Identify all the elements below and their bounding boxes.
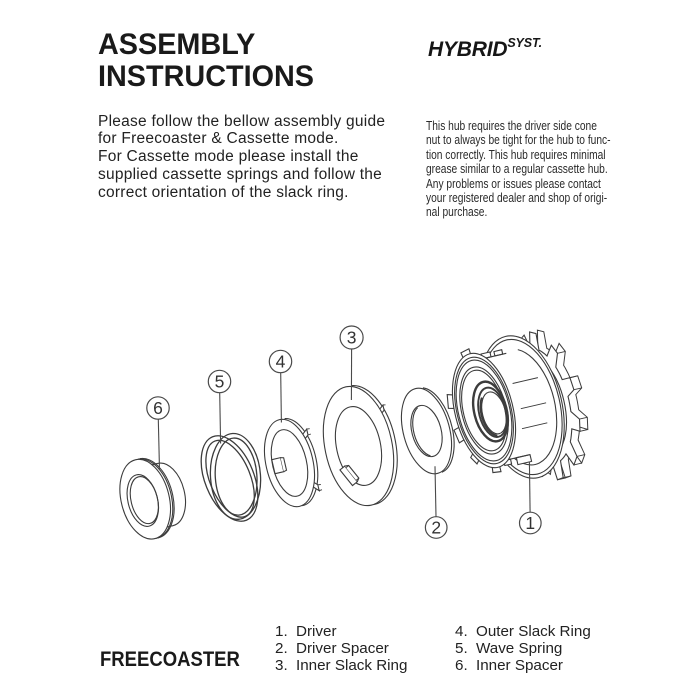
part-label: Driver (296, 622, 337, 640)
callout-4: 4 (268, 349, 293, 423)
part-driver (446, 329, 589, 481)
parts-list-column-2: 4. Outer Slack Ring 5. Wave Spring 6. Inner… (455, 623, 591, 674)
callout-5: 5 (207, 369, 232, 444)
callout-1-circle (518, 511, 542, 535)
parts-list-item: 5. Wave Spring (455, 640, 591, 657)
page-title: ASSEMBLY INSTRUCTIONS (98, 27, 314, 93)
note-paragraph: This hub requires the driver side cone n… (426, 119, 611, 220)
callout-3: 3 (339, 325, 364, 401)
part-label: Inner Spacer (476, 656, 563, 674)
brand-name: HYBRID (428, 38, 508, 61)
callout-6: 6 (146, 396, 170, 471)
parts-list-column-1: 1. Driver 2. Driver Spacer 3. Inner Slack R… (275, 623, 407, 674)
callout-2: 2 (424, 466, 448, 539)
callout-6-circle (146, 396, 170, 420)
callout-3-circle (339, 325, 364, 350)
callout-3-number: 3 (347, 328, 357, 348)
brand-suffix: SYST. (507, 36, 543, 50)
part-label: Outer Slack Ring (476, 622, 591, 640)
part-inner-spacer (119, 457, 187, 540)
parts-list-item: 1. Driver (275, 623, 407, 640)
callout-2-circle (424, 516, 448, 539)
callout-1-leader-line (528, 461, 531, 513)
part-number: 5. (455, 639, 468, 657)
parts-list-item: 4. Outer Slack Ring (455, 623, 591, 640)
callout-5-number: 5 (215, 372, 225, 392)
callout-4-leader-line (280, 372, 282, 423)
callout-6-leader-line (157, 419, 161, 471)
part-label: Inner Slack Ring (296, 656, 408, 674)
callout-4-circle (268, 349, 293, 374)
part-number: 6. (455, 656, 468, 674)
part-inner-slack-ring (322, 385, 398, 507)
callout-1-number: 1 (525, 513, 535, 533)
parts-list-item: 3. Inner Slack Ring (275, 657, 407, 674)
callout-1: 1 (518, 461, 542, 535)
part-label: Driver Spacer (296, 639, 389, 657)
callout-6-number: 6 (153, 398, 163, 418)
part-number: 1. (275, 622, 288, 640)
part-driver-spacer (400, 387, 455, 475)
callout-2-leader-line (434, 466, 437, 517)
callout-2-number: 2 (431, 518, 441, 538)
part-label: Wave Spring (476, 639, 563, 657)
callout-5-leader-line (219, 392, 222, 444)
part-number: 3. (275, 656, 288, 674)
mode-label: FREECOASTER (100, 648, 240, 671)
part-number: 2. (275, 639, 288, 657)
parts-list-item: 6. Inner Spacer (455, 657, 591, 674)
part-number: 4. (455, 622, 468, 640)
callout-5-circle (207, 369, 232, 394)
intro-paragraph: Please follow the bellow assembly guide … (98, 112, 386, 202)
part-wave-spring (200, 432, 262, 522)
parts-list-item: 2. Driver Spacer (275, 640, 407, 657)
callout-4-number: 4 (276, 352, 286, 372)
brand-logo: HYBRIDSYST. (428, 36, 542, 62)
part-outer-slack-ring (263, 418, 323, 508)
